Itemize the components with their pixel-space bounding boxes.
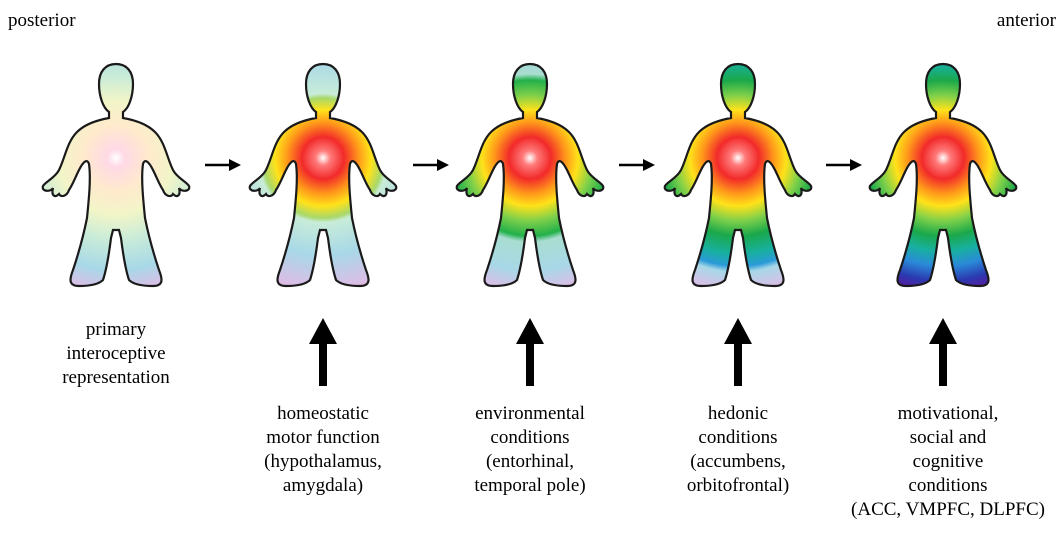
body-map-stage-1 [33,58,199,298]
posterior-label: posterior [8,10,76,32]
caption-line: orbitofrontal) [648,474,828,498]
body-map-stage-2 [240,58,406,298]
caption-line: amygdala) [233,474,413,498]
caption-line: cognitive [843,450,1053,474]
body-map-stage-3 [447,58,613,298]
caption-line: conditions [440,426,620,450]
caption-line: (hypothalamus, [233,450,413,474]
caption-line: motivational, [843,402,1053,426]
body-map-stage-5 [860,58,1026,298]
anterior-label: anterior [997,10,1056,32]
caption-line: social and [843,426,1053,450]
caption-line: (entorhinal, [440,450,620,474]
caption-line: homeostatic [233,402,413,426]
caption-line: (ACC, VMPFC, DLPFC) [843,498,1053,522]
right-arrow-icon [203,157,243,173]
stage-5-caption: motivational, social and cognitive condi… [843,402,1053,522]
caption-line: representation [36,366,196,390]
up-arrow-icon [718,318,758,388]
caption-line: primary [36,318,196,342]
caption-line: temporal pole) [440,474,620,498]
right-arrow-icon [824,157,864,173]
right-arrow-icon [411,157,451,173]
up-arrow-icon [303,318,343,388]
caption-line: conditions [648,426,828,450]
right-arrow-icon [617,157,657,173]
stage-3-caption: environmental conditions (entorhinal, te… [440,402,620,498]
stage-4-caption: hedonic conditions (accumbens, orbitofro… [648,402,828,498]
stage-2-caption: homeostatic motor function (hypothalamus… [233,402,413,498]
up-arrow-icon [510,318,550,388]
caption-line: motor function [233,426,413,450]
caption-line: hedonic [648,402,828,426]
caption-line: conditions [843,474,1053,498]
primary-caption: primary interoceptive representation [36,318,196,390]
caption-line: interoceptive [36,342,196,366]
caption-line: (accumbens, [648,450,828,474]
up-arrow-icon [923,318,963,388]
body-map-stage-4 [655,58,821,298]
caption-line: environmental [440,402,620,426]
